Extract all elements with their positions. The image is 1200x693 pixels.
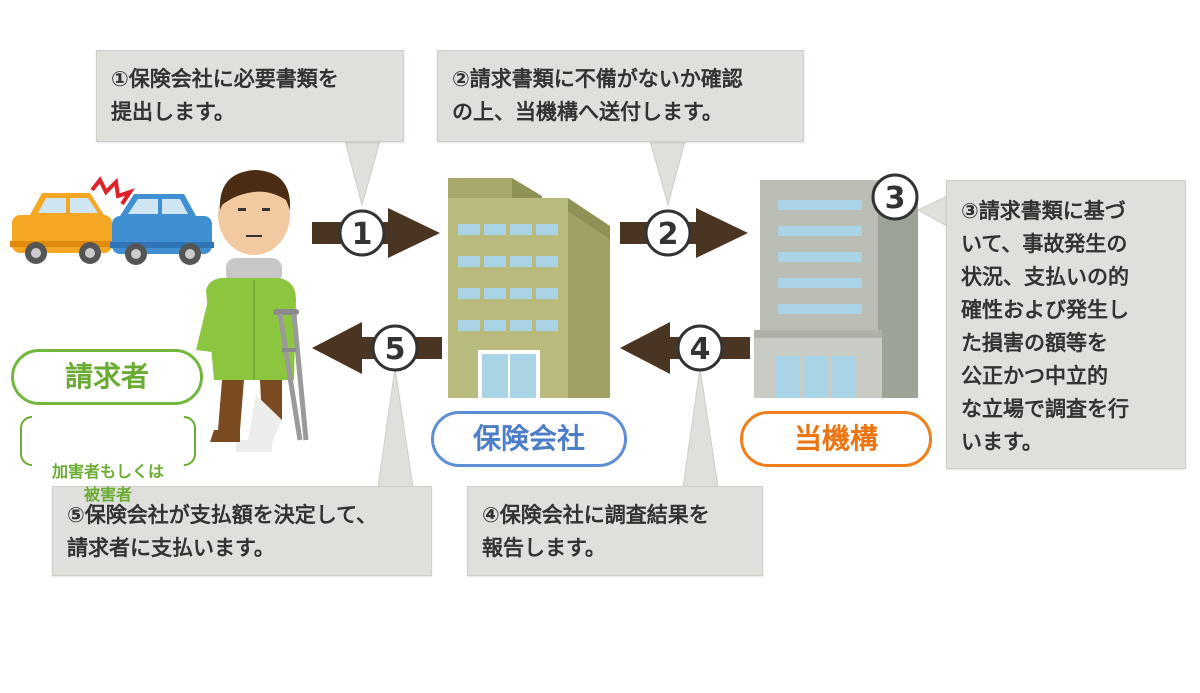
callout-step-3: ③請求書類に基づ いて、事故発生の 状況、支払いの的 確性および発生し た損害の… (946, 180, 1186, 469)
callout-2-tail (649, 140, 686, 207)
claimant-sub-text: 加害者もしくは 被害者 (51, 462, 164, 504)
arrow-step-2: 2 (620, 208, 748, 258)
callout-3-tail (916, 195, 948, 227)
step-1-number: 1 (352, 217, 373, 252)
crutch-icon (273, 309, 309, 441)
car-crash-icon (10, 176, 214, 265)
callout-1-tail (344, 140, 381, 207)
step-4-number: 4 (690, 332, 711, 367)
organization-building-icon (754, 180, 918, 398)
claimant-sublabel: 加害者もしくは 被害者 (20, 414, 196, 504)
callout-4-tail (682, 367, 719, 488)
step-2-number: 2 (658, 217, 679, 252)
injured-person-icon (196, 170, 296, 452)
callout-step-2: ②請求書類に不備がないか確認 の上、当機構へ送付します。 (437, 50, 804, 142)
callout-5-tail (377, 367, 414, 488)
step-5-number: 5 (385, 332, 406, 367)
step-3-marker: 3 (871, 173, 919, 221)
claimant-label: 請求者 (11, 349, 203, 405)
arrow-step-5: 5 (312, 322, 442, 374)
organization-label: 当機構 (740, 411, 932, 467)
insurance-building-icon (448, 178, 610, 398)
callout-step-5: ⑤保険会社が支払額を決定して、 請求者に支払います。 (52, 486, 432, 576)
right-paren (184, 416, 196, 466)
left-paren (20, 416, 32, 466)
callout-step-1: ①保険会社に必要書類を 提出します。 (96, 50, 404, 142)
callout-step-4: ④保険会社に調査結果を 報告します。 (467, 486, 763, 576)
insurer-label: 保険会社 (431, 411, 627, 467)
arrow-step-4: 4 (620, 322, 750, 374)
arrow-step-1: 1 (312, 208, 440, 258)
step-3-number: 3 (885, 181, 906, 216)
